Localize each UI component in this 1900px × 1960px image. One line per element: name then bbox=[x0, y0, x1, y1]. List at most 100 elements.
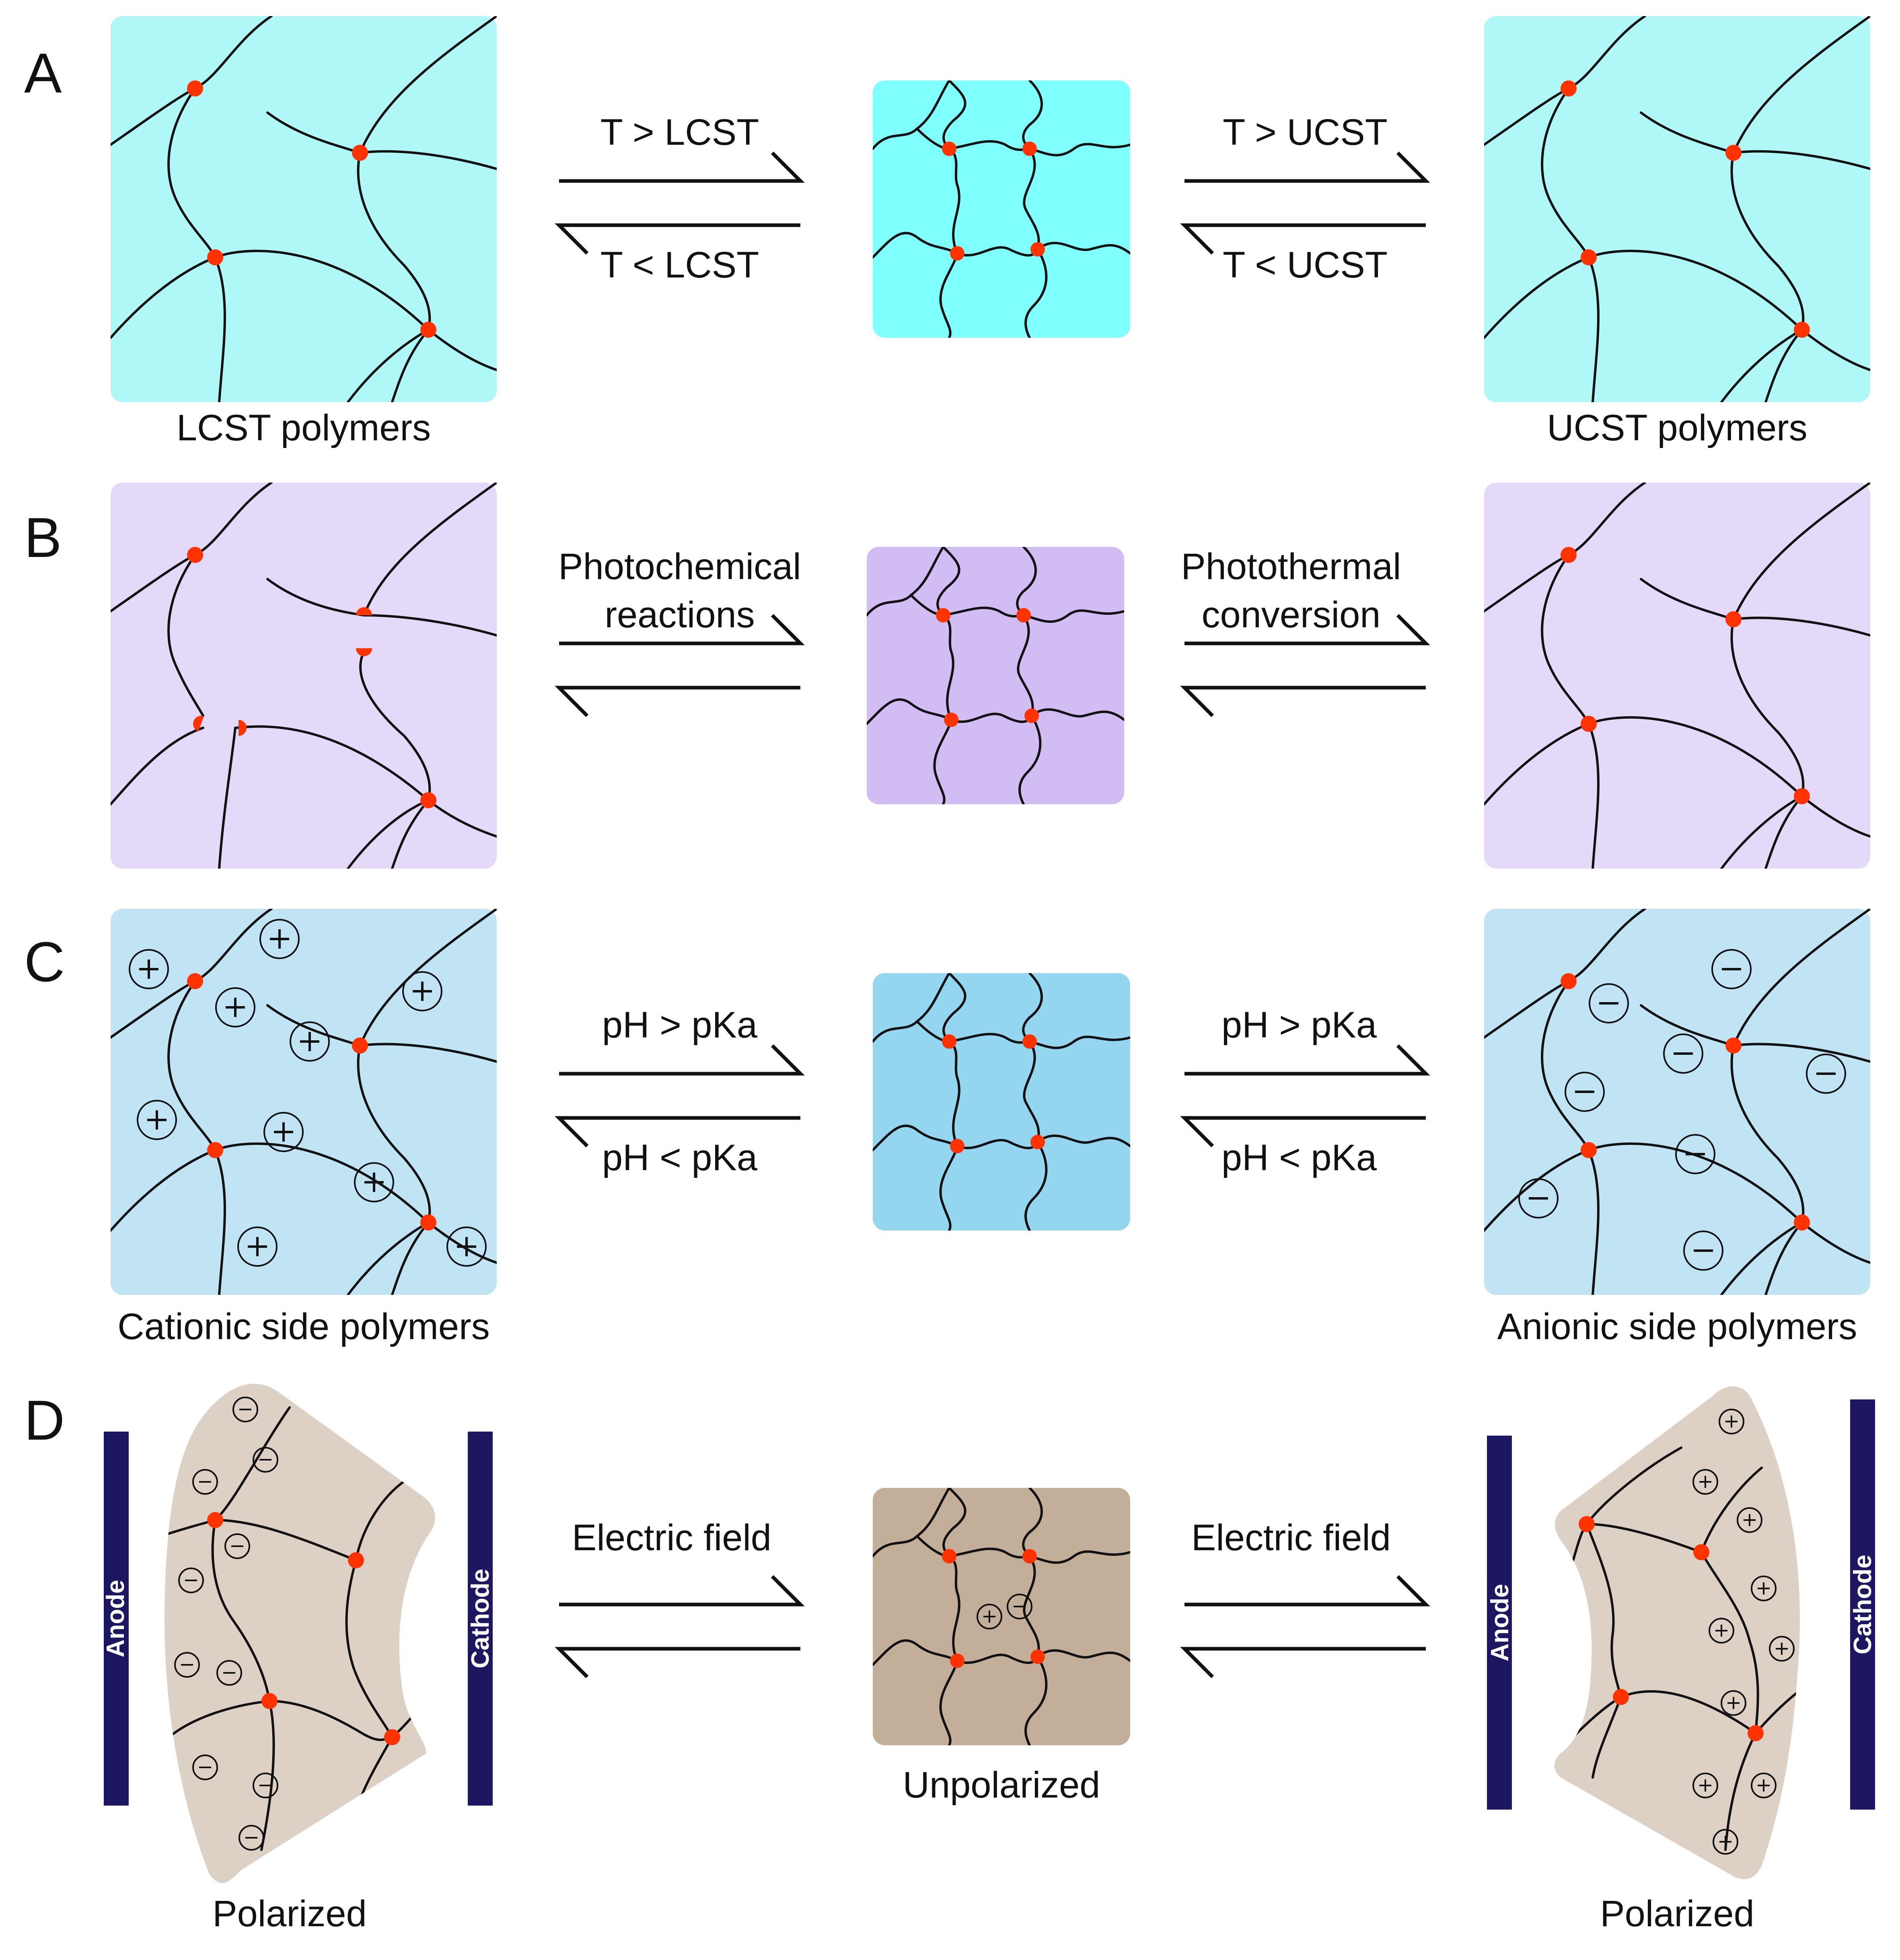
crosslink-point bbox=[1016, 608, 1031, 623]
label-photothermal: Photothermal bbox=[1181, 546, 1401, 587]
crosslink-point bbox=[1725, 145, 1742, 161]
crosslink-point bbox=[942, 1549, 956, 1563]
label-t-gt-ucst: T > UCST bbox=[1223, 112, 1388, 153]
crosslink-point bbox=[1748, 1725, 1764, 1741]
caption-anionic-side-polymers: Anionic side polymers bbox=[1497, 1306, 1857, 1347]
arrow-left-a bbox=[559, 153, 800, 253]
crosslink-point bbox=[1030, 1650, 1045, 1664]
crosslink-point bbox=[261, 1693, 278, 1709]
crosslink-point bbox=[944, 713, 958, 727]
panel-c-center-network bbox=[873, 973, 1130, 1231]
caption-lcst-polymers: LCST polymers bbox=[177, 407, 431, 448]
crosslink-point bbox=[1561, 547, 1577, 563]
crosslink-point bbox=[950, 1139, 964, 1153]
crosslink-point bbox=[420, 792, 436, 808]
panel-letter-a: A bbox=[24, 41, 62, 105]
crosslink-point bbox=[1561, 973, 1577, 989]
label-electric-field-right: Electric field bbox=[1191, 1517, 1391, 1558]
network-box bbox=[1484, 909, 1870, 1295]
arrow-right-d bbox=[1184, 1576, 1426, 1677]
panel-d-right-network bbox=[1555, 1386, 1800, 1880]
crosslink-point bbox=[936, 608, 950, 623]
crosslink-point bbox=[1030, 242, 1045, 257]
panel-b-right-network bbox=[1484, 483, 1870, 869]
crosslink-point bbox=[1030, 1135, 1045, 1149]
network-box bbox=[867, 547, 1124, 804]
crosslink-point bbox=[950, 1654, 964, 1668]
panel-letter-b: B bbox=[24, 506, 62, 569]
anode-label-left: Anode bbox=[102, 1580, 130, 1658]
crosslink-point bbox=[352, 145, 368, 161]
crosslink-point bbox=[1725, 611, 1742, 627]
cathode-electrode-left bbox=[468, 1432, 493, 1806]
panel-a-right-network bbox=[1484, 16, 1870, 402]
arrow-left-d bbox=[559, 1576, 800, 1677]
cathode-label-left: Cathode bbox=[467, 1569, 494, 1668]
crosslink-point bbox=[1693, 1544, 1709, 1560]
label-ph-lt-pka-left: pH < pKa bbox=[602, 1137, 758, 1178]
panel-letter-d: D bbox=[24, 1389, 65, 1452]
crosslink-point bbox=[187, 80, 203, 97]
label-ph-gt-pka-left: pH > pKa bbox=[602, 1005, 758, 1046]
caption-unpolarized: Unpolarized bbox=[903, 1765, 1100, 1806]
label-conversion: conversion bbox=[1202, 594, 1381, 635]
network-box bbox=[873, 973, 1130, 1231]
crosslink-point bbox=[1613, 1689, 1629, 1705]
crosslink-point bbox=[1794, 322, 1810, 338]
label-ph-lt-pka-right: pH < pKa bbox=[1221, 1137, 1377, 1178]
network-box bbox=[111, 483, 497, 869]
panel-c-right-network bbox=[1484, 909, 1870, 1295]
crosslink-point bbox=[942, 1034, 956, 1049]
label-t-lt-ucst: T < UCST bbox=[1223, 244, 1388, 286]
crosslink-point bbox=[1022, 1034, 1037, 1049]
crosslink-point bbox=[420, 322, 436, 338]
broken-crosslink bbox=[193, 716, 204, 731]
network-box bbox=[1484, 483, 1870, 869]
label-ph-gt-pka-right: pH > pKa bbox=[1221, 1005, 1377, 1046]
anode-electrode-left bbox=[104, 1432, 129, 1806]
panel-letter-c: C bbox=[24, 930, 65, 993]
panel-c-left-network bbox=[111, 909, 497, 1295]
network-box bbox=[873, 80, 1130, 338]
crosslink-point bbox=[1022, 142, 1037, 156]
arrow-right-c bbox=[1184, 1046, 1426, 1146]
cathode-label-right: Cathode bbox=[1849, 1555, 1877, 1654]
panel-a-left-network bbox=[111, 16, 497, 402]
crosslink-point bbox=[942, 142, 956, 156]
crosslink-point bbox=[1725, 1038, 1742, 1054]
label-t-gt-lcst: T > LCST bbox=[600, 112, 759, 153]
crosslink-point bbox=[352, 1038, 368, 1054]
label-t-lt-lcst: T < LCST bbox=[600, 244, 759, 286]
crosslink-point bbox=[1581, 1142, 1597, 1158]
network-box bbox=[111, 16, 497, 402]
label-photochemical: Photochemical bbox=[558, 546, 801, 587]
crosslink-point bbox=[1581, 716, 1597, 732]
crosslink-point bbox=[384, 1729, 400, 1745]
broken-crosslink bbox=[356, 648, 372, 656]
panel-d-center-network bbox=[873, 1488, 1130, 1745]
crosslink-point bbox=[1561, 80, 1577, 97]
anode-electrode-right bbox=[1487, 1436, 1512, 1810]
caption-polarized-right: Polarized bbox=[1600, 1893, 1754, 1934]
crosslink-point bbox=[1794, 788, 1810, 804]
panel-b-left-network bbox=[111, 483, 497, 869]
polarized-gel-body bbox=[164, 1384, 435, 1883]
crosslink-point bbox=[1022, 1549, 1037, 1563]
crosslink-point bbox=[950, 246, 964, 261]
crosslink-point bbox=[207, 249, 223, 265]
anode-label-right: Anode bbox=[1486, 1584, 1514, 1662]
network-box bbox=[1484, 16, 1870, 402]
label-electric-field-left: Electric field bbox=[572, 1517, 771, 1558]
cathode-electrode-right bbox=[1850, 1399, 1875, 1810]
arrow-right-a bbox=[1184, 153, 1426, 253]
label-reactions: reactions bbox=[605, 594, 755, 635]
arrow-left-c bbox=[559, 1046, 800, 1146]
crosslink-point bbox=[207, 1142, 223, 1158]
panel-d-left-network bbox=[164, 1384, 435, 1883]
crosslink-point bbox=[1579, 1516, 1595, 1532]
panel-a-center-network bbox=[873, 80, 1130, 338]
caption-polarized-left: Polarized bbox=[212, 1893, 367, 1934]
crosslink-point bbox=[1581, 249, 1597, 265]
crosslink-point bbox=[187, 547, 203, 563]
